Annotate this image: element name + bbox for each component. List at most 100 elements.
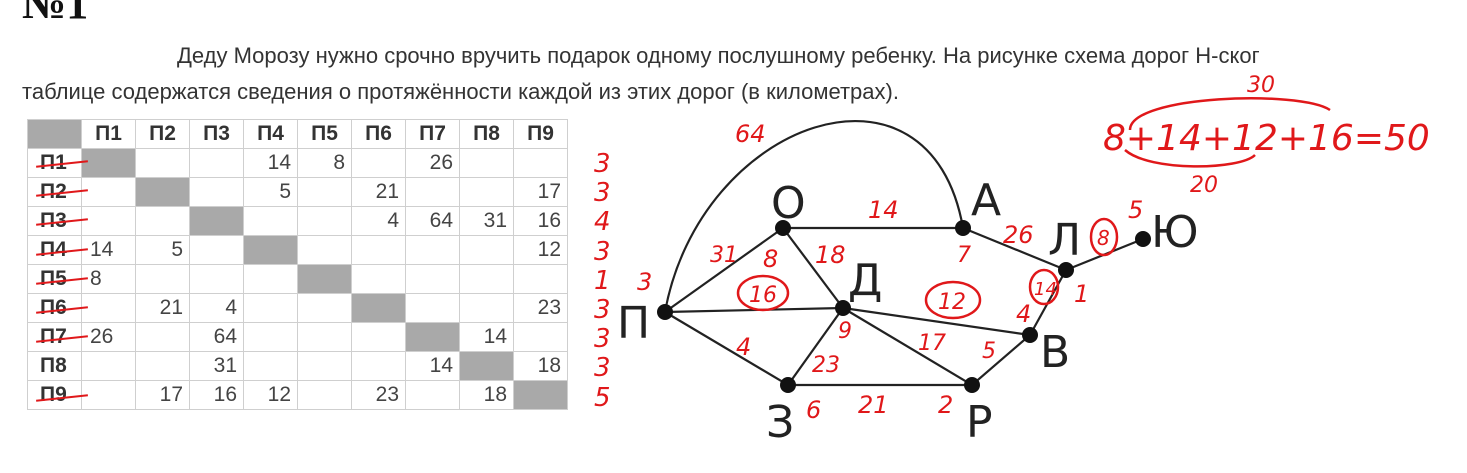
- table-cell: 21: [135, 293, 190, 323]
- table-cell: [405, 293, 460, 323]
- edge-Р-В: [971, 334, 1031, 386]
- node-З: [780, 377, 796, 393]
- sum-brace-top: [1128, 97, 1331, 131]
- edge-П-З: [664, 311, 789, 386]
- table-cell: 64: [405, 206, 460, 236]
- column-header: П8: [459, 119, 514, 149]
- edge-label: 26: [1003, 221, 1034, 249]
- edge-label: 18: [815, 241, 846, 269]
- table-cell: [459, 177, 514, 207]
- edge-label: 12: [938, 290, 966, 315]
- table-cell: [405, 264, 460, 294]
- node-Р: [964, 377, 980, 393]
- column-header: П7: [405, 119, 460, 149]
- table-cell: [243, 206, 298, 236]
- column-header: П1: [81, 119, 136, 149]
- table-cell: [513, 380, 568, 410]
- table-cell: [351, 293, 406, 323]
- row-note: 3: [594, 149, 611, 179]
- node-Д: [835, 300, 851, 316]
- table-cell: [81, 380, 136, 410]
- table-cell: 14: [243, 148, 298, 178]
- graph-nodes: [657, 220, 1151, 393]
- table-cell: 31: [189, 351, 244, 381]
- problem-text-line-1: Деду Морозу нужно срочно вручить подарок…: [177, 43, 1260, 68]
- table-cell: 16: [513, 206, 568, 236]
- edge-label: 5: [1128, 196, 1143, 224]
- edge-label: 31: [710, 243, 738, 268]
- handwritten-annotations: 8+14+12+16=50 30 20 64 14 26 31 18 3 8 1…: [637, 73, 1430, 424]
- table-cell: [297, 206, 352, 236]
- node-label-П: П: [617, 298, 650, 349]
- problem-text: Деду Морозу нужно срочно вручить подарок…: [22, 38, 1467, 110]
- column-header: П4: [243, 119, 298, 149]
- table-cell: [459, 351, 514, 381]
- edge-label: 5: [982, 339, 996, 364]
- node-label-А: А: [971, 175, 1001, 226]
- annotation-above-sum: 30: [1247, 73, 1275, 98]
- edge-label: 6: [806, 396, 821, 424]
- node-А: [955, 220, 971, 236]
- problem-text-line-2: таблице содержатся сведения о протяжённо…: [22, 79, 899, 104]
- table-cell: [135, 206, 190, 236]
- row-note: 3: [594, 295, 611, 325]
- annotation-below-sum: 20: [1190, 173, 1218, 198]
- edge-label: 8: [763, 245, 778, 273]
- node-В: [1022, 327, 1038, 343]
- table-cell: [297, 264, 352, 294]
- node-label-Р: Р: [966, 397, 993, 448]
- row-note: 3: [594, 324, 611, 355]
- table-cell: 4: [189, 293, 244, 323]
- edge-label: 3: [637, 268, 652, 296]
- edge-label: 9: [838, 319, 852, 344]
- edge-label: 14: [1034, 279, 1057, 300]
- edge-label: 17: [918, 331, 946, 356]
- table-cell: [135, 177, 190, 207]
- row-note: 1: [594, 265, 611, 296]
- node-label-О: О: [771, 178, 806, 229]
- edge-label: 7: [957, 243, 971, 268]
- table-cell: [351, 148, 406, 178]
- table-cell: 8: [81, 264, 136, 294]
- table-cell: [405, 380, 460, 410]
- circle-mark: [1089, 217, 1119, 257]
- edge-Д-З: [787, 307, 844, 386]
- edge-Д-В: [842, 306, 1031, 337]
- node-label-Ю: Ю: [1151, 207, 1199, 258]
- node-label-З: З: [766, 397, 794, 448]
- node-label-Д: Д: [848, 255, 882, 306]
- edge-label: 2: [938, 391, 953, 419]
- node-label-В: В: [1040, 327, 1070, 378]
- table-cell: [243, 293, 298, 323]
- column-header: П9: [513, 119, 568, 149]
- table-cell: [243, 235, 298, 265]
- row-header: П6: [27, 293, 82, 323]
- table-cell: 14: [405, 351, 460, 381]
- circle-mark: [736, 274, 790, 312]
- table-cell: [513, 322, 568, 352]
- table-cell: [81, 177, 136, 207]
- edge-label: 16: [749, 283, 777, 308]
- row-note: 4: [594, 207, 611, 238]
- node-П: [657, 304, 673, 320]
- node-label-Л: Л: [1048, 215, 1081, 266]
- table-cell: 17: [135, 380, 190, 410]
- table-cell: 16: [189, 380, 244, 410]
- edge-label: 1: [1074, 280, 1089, 308]
- table-cell: [189, 264, 244, 294]
- table-cell: 14: [459, 322, 514, 352]
- edge-О-Д: [782, 227, 844, 309]
- table-header-row: П1 П2 П3 П4 П5 П6 П7 П8 П9: [27, 119, 568, 149]
- row-header: П4: [27, 235, 82, 265]
- edge-label: 21: [858, 391, 889, 419]
- edge-label: 8: [1097, 226, 1110, 250]
- edge-П-А: [663, 120, 965, 313]
- table-cell: 12: [243, 380, 298, 410]
- edge-label: 23: [812, 353, 840, 378]
- node-Ю: [1135, 231, 1151, 247]
